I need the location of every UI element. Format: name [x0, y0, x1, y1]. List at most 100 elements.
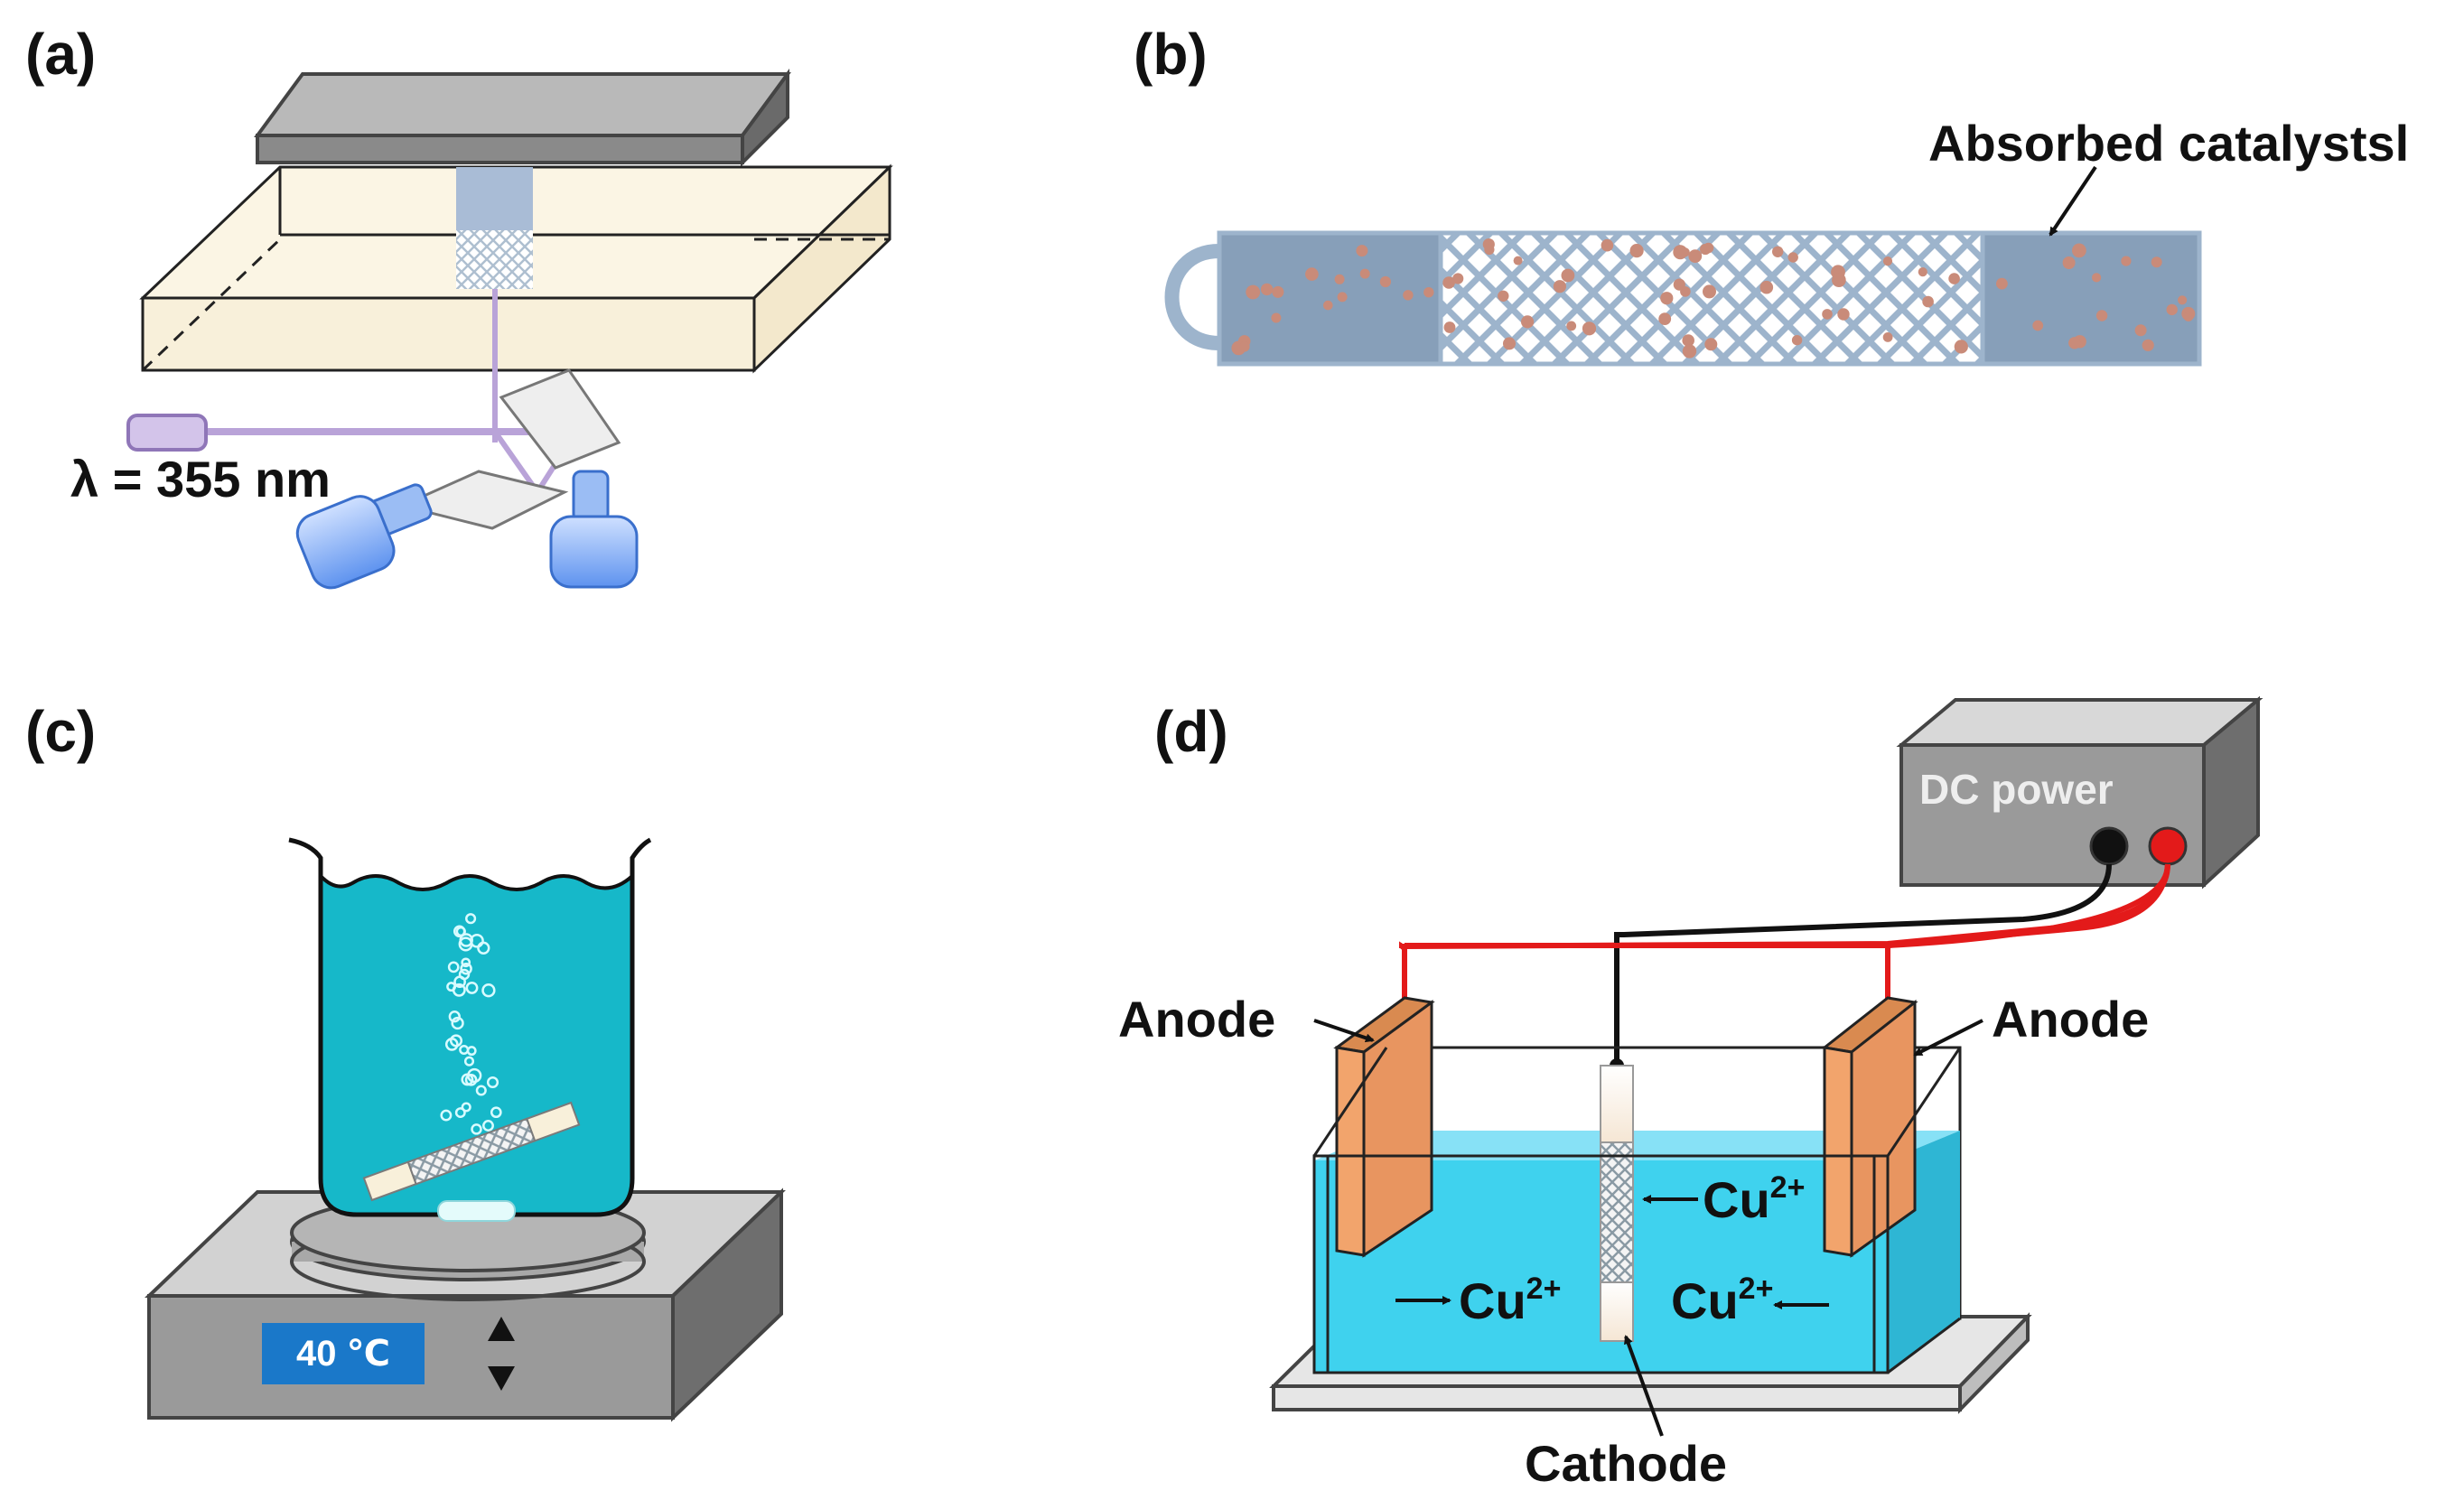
catalyst-particle	[1337, 292, 1348, 303]
anode-left-label: Anode	[1118, 991, 1275, 1048]
electroplating-tank-icon	[1312, 1047, 1962, 1374]
gas-bubble	[454, 1107, 466, 1119]
panel-b: (b) Absorbed catalystsl	[1134, 22, 2409, 367]
catalyst-particle	[1423, 287, 1434, 298]
catalyst-particle	[1832, 273, 1846, 288]
catalyst-particle	[1601, 238, 1614, 252]
catalyst-particle	[1356, 245, 1368, 257]
gas-bubble	[463, 1056, 475, 1067]
gas-bubble	[464, 1073, 478, 1086]
catalyst-particle	[1791, 335, 1803, 346]
gas-bubble	[490, 1106, 502, 1119]
catalyst-particle	[1688, 249, 1703, 263]
catalyst-particle	[1954, 340, 1968, 354]
catalyst-particle	[1239, 341, 1250, 352]
catalyst-particle	[1484, 244, 1495, 256]
catalyst-particle	[1246, 284, 1261, 300]
catalyst-particle	[2166, 303, 2178, 316]
submerged-stent	[362, 1101, 581, 1202]
catalyst-particle	[1682, 334, 1694, 347]
anode-plate-right	[1821, 996, 1918, 1258]
temperature-readout: 40 ℃	[296, 1334, 390, 1374]
catalyst-particle	[2092, 273, 2102, 283]
catalyst-particle	[2032, 320, 2044, 331]
catalyst-particle	[1323, 300, 1333, 311]
gas-bubble	[458, 936, 473, 952]
cathode-stent	[1600, 1065, 1634, 1342]
catalyst-particle	[1759, 280, 1774, 294]
ion-label-top: Cu2+	[1642, 1170, 1805, 1228]
gas-bubble	[460, 962, 472, 975]
gas-bubble	[465, 981, 479, 994]
printed-part	[456, 167, 533, 230]
catalyst-particle	[1660, 292, 1674, 305]
catalyst-particle	[1658, 312, 1672, 325]
catalyst-particle	[2151, 256, 2162, 268]
catalyst-particle	[1822, 309, 1833, 320]
gas-bubble	[451, 1016, 464, 1030]
catalyst-particle	[1673, 245, 1688, 260]
catalyst-particle	[1443, 321, 1456, 333]
temperature-adjust-icon[interactable]	[488, 1317, 515, 1391]
gas-bubble	[482, 1120, 494, 1132]
cathode-wire	[1614, 863, 2112, 1066]
cathode-label: Cathode	[1525, 1435, 1727, 1492]
catalyst-particle	[2121, 256, 2132, 266]
dc-power-supply-icon	[1896, 695, 2263, 890]
catalyst-particle	[1553, 280, 1566, 293]
svg-text:Cu2+: Cu2+	[1703, 1170, 1805, 1228]
panel-c: (c) 40 ℃	[25, 699, 786, 1422]
catalyst-particle	[2178, 295, 2188, 305]
catalyst-particle	[1403, 290, 1414, 301]
catalyst-particle	[1442, 276, 1455, 289]
catalyst-particle	[2095, 310, 2108, 321]
catalyst-particle	[2072, 243, 2086, 258]
gas-bubble	[447, 961, 460, 973]
gas-bubble	[449, 1034, 463, 1048]
catalyst-particle	[1271, 312, 1282, 323]
catalyst-particle	[1272, 285, 1284, 298]
ion-label-right: Cu2+	[1671, 1271, 1829, 1329]
catalyst-particle	[1673, 278, 1685, 291]
gas-bubble	[448, 1011, 461, 1023]
catalyst-particle	[1582, 321, 1597, 336]
galvo-motor-right	[549, 470, 639, 589]
printed-lattice	[456, 230, 533, 289]
anode-plate-left	[1333, 996, 1435, 1258]
catalyst-particle	[1918, 267, 1927, 277]
panel-a: (a)	[25, 22, 893, 590]
panel-d-label: (d)	[1154, 699, 1228, 764]
catalyst-particle	[1503, 337, 1516, 350]
catalyst-particle	[1521, 315, 1535, 329]
temperature-display	[262, 1323, 425, 1384]
catalyst-particle	[1566, 321, 1577, 331]
wavelength-label: λ = 355 nm	[70, 451, 331, 508]
catalyst-particle	[1379, 275, 1391, 288]
gas-bubble	[475, 1085, 487, 1096]
catalyst-particle	[1561, 268, 1575, 283]
catalyst-particle	[1452, 273, 1464, 284]
panel-d: (d) DC power	[1118, 695, 2263, 1492]
catalyst-particles	[1231, 238, 2196, 359]
catalyst-particle	[1334, 274, 1345, 284]
catalyst-particle	[1513, 256, 1523, 265]
catalyst-particle	[1882, 332, 1893, 342]
gas-bubble	[440, 1109, 453, 1122]
galvo-motor-left	[295, 483, 433, 590]
catalyst-particle	[2183, 311, 2194, 321]
hotplate-icon	[145, 1188, 786, 1422]
catalyst-particle	[1629, 244, 1644, 258]
catalyst-particle	[1305, 267, 1319, 281]
catalyst-particle	[1260, 283, 1274, 296]
panel-a-label: (a)	[25, 22, 96, 87]
gas-bubble	[466, 1046, 477, 1057]
gas-bubble	[477, 941, 490, 955]
gas-bubble	[465, 913, 477, 925]
panel-c-label: (c)	[25, 699, 96, 764]
gas-bubble	[481, 983, 496, 998]
gas-bubble	[453, 975, 466, 989]
catalyst-particle	[1700, 243, 1712, 256]
catalyst-particle	[1996, 277, 2008, 290]
anode-wire-main	[1405, 863, 2170, 948]
